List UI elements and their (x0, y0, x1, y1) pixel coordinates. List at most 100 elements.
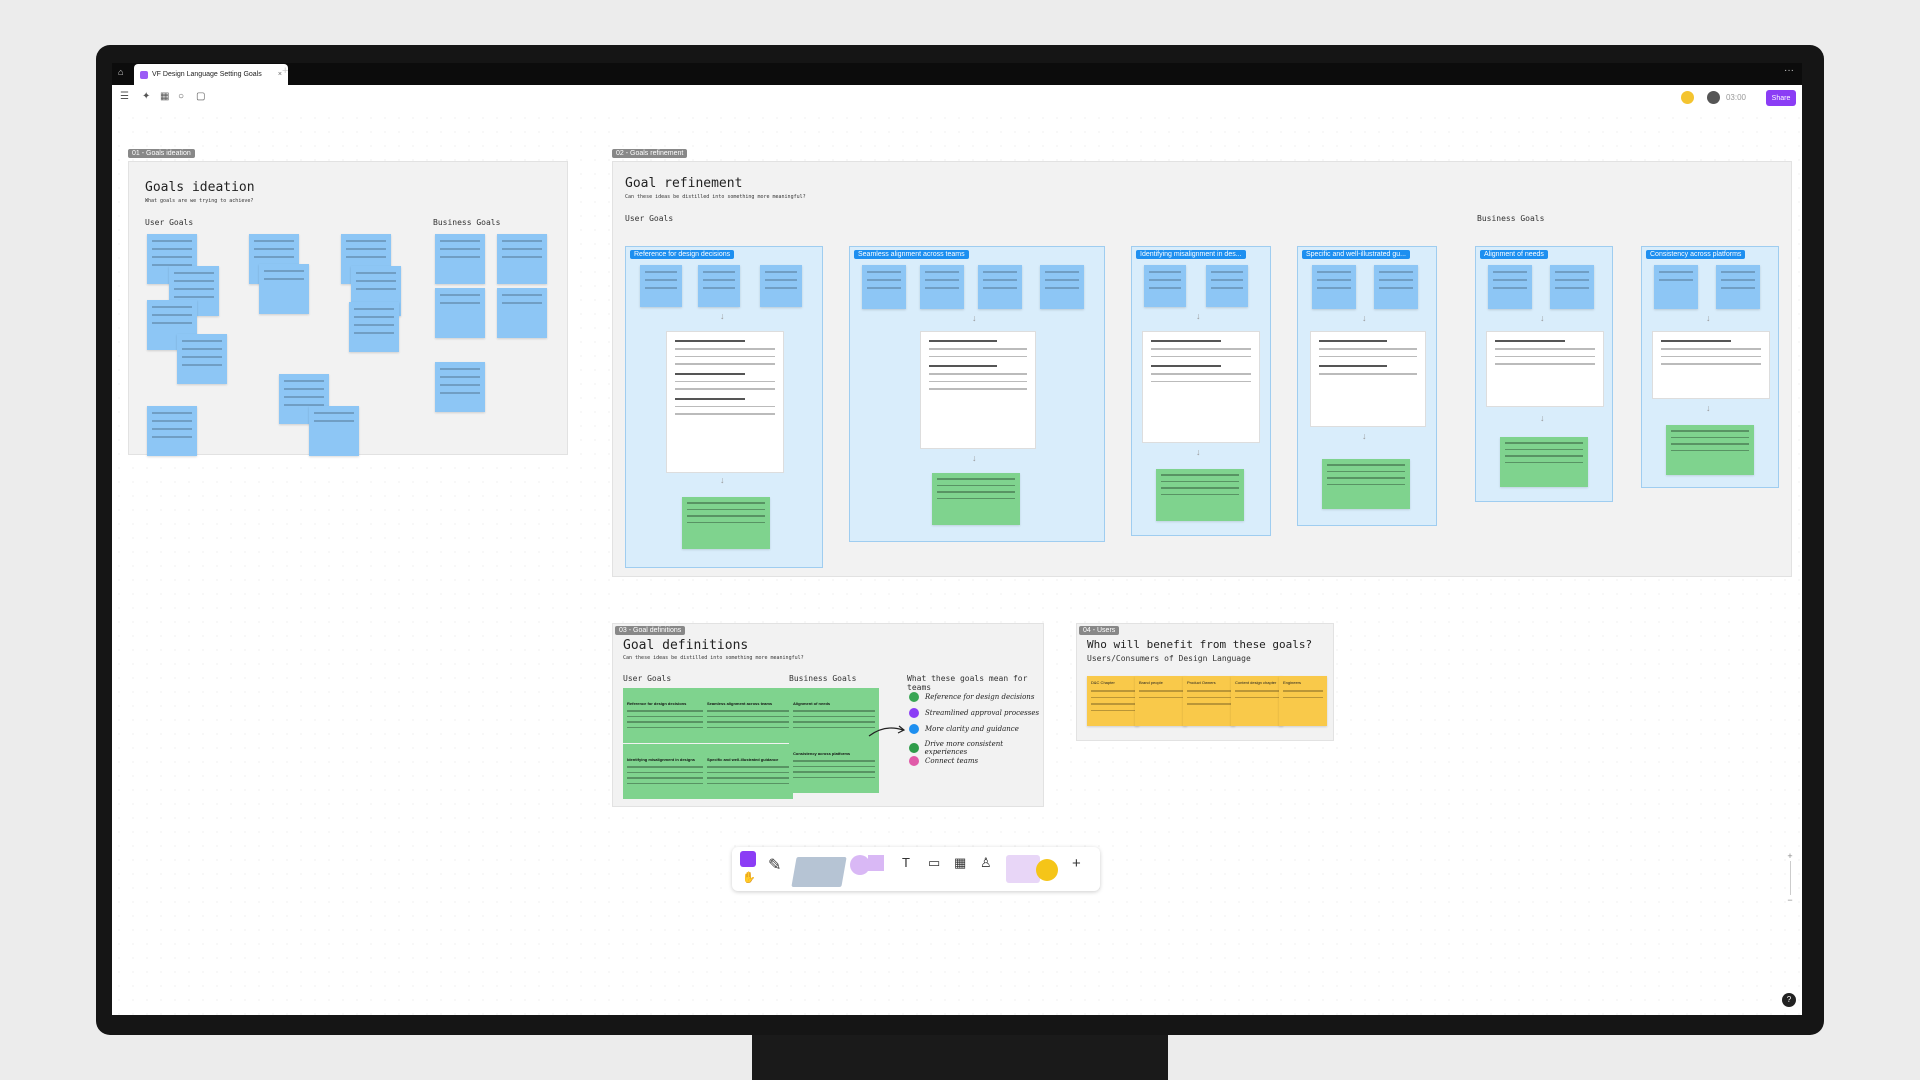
zoom-slider[interactable] (1790, 861, 1796, 895)
doc-card[interactable] (1486, 331, 1604, 407)
sticky-note[interactable] (177, 334, 227, 384)
pen-tool-icon[interactable]: ✎ (768, 857, 782, 874)
sticky-note[interactable] (309, 406, 359, 456)
select-tool-icon[interactable] (740, 851, 756, 867)
sticky-note[interactable] (497, 234, 547, 284)
zoom-control[interactable]: + − (1784, 851, 1796, 911)
sticky-note[interactable] (1488, 265, 1532, 309)
goal-card[interactable] (682, 497, 770, 549)
sticky-note[interactable] (1040, 265, 1084, 309)
goal-card[interactable] (1500, 437, 1588, 487)
column-header[interactable]: Specific and well-illustrated gu... (1302, 250, 1410, 259)
refinement-column[interactable]: Specific and well-illustrated gu... ↓ ↓ (1297, 246, 1437, 526)
sticky-note[interactable] (920, 265, 964, 309)
doc-card[interactable] (1142, 331, 1260, 443)
refinement-column[interactable]: Alignment of needs ↓ ↓ (1475, 246, 1613, 502)
doc-card[interactable] (1652, 331, 1770, 399)
goal-card[interactable] (1666, 425, 1754, 475)
sticky-note[interactable] (698, 265, 740, 307)
section-tag[interactable]: 03 - Goal definitions (615, 626, 686, 635)
help-icon[interactable]: ? (1782, 993, 1796, 1007)
sticky-note[interactable] (978, 265, 1022, 309)
doc-card[interactable] (1310, 331, 1426, 427)
sticky-stack-icon[interactable] (791, 857, 847, 887)
sticky-note[interactable] (349, 302, 399, 352)
section-goals-ideation[interactable]: Goals ideation What goals are we trying … (128, 161, 568, 456)
goal-definition-card[interactable]: Specific and well-illustrated guidance (703, 744, 793, 799)
goal-definition-card[interactable]: Alignment of needs (789, 688, 879, 743)
column-header[interactable]: Consistency across platforms (1646, 250, 1746, 259)
user-sticky[interactable]: Brand people (1135, 676, 1187, 726)
section-tag[interactable]: 02 - Goals refinement (612, 149, 688, 158)
section-tool-icon[interactable]: ▭ (928, 855, 941, 870)
user-sticky[interactable]: Product Owners (1183, 676, 1235, 726)
avatar[interactable] (1681, 91, 1694, 104)
sticky-note[interactable] (435, 234, 485, 284)
stamp-tool-icon[interactable]: ♙ (980, 855, 992, 870)
home-icon[interactable]: ⌂ (118, 67, 124, 77)
user-sticky[interactable]: Content design chapter (1231, 676, 1283, 726)
tab-active[interactable]: VF Design Language Setting Goals × (134, 64, 288, 85)
user-sticky[interactable]: D&C Chapter (1087, 676, 1139, 726)
sticky-note[interactable] (1144, 265, 1186, 307)
sticky-note[interactable] (259, 264, 309, 314)
refinement-column[interactable]: Consistency across platforms ↓ ↓ (1641, 246, 1779, 488)
goal-definition-card[interactable]: Identifying misalignment in designs (623, 744, 713, 799)
ai-sparkle-icon[interactable]: ✦ (142, 91, 151, 102)
shape-tool-icon[interactable] (850, 855, 870, 875)
sticky-note[interactable] (1374, 265, 1418, 309)
user-sticky[interactable]: Engineers (1279, 676, 1327, 726)
refinement-column[interactable]: Seamless alignment across teams ↓ ↓ (849, 246, 1105, 542)
sticky-note[interactable] (497, 288, 547, 338)
close-icon[interactable]: × (277, 71, 282, 78)
sticky-note[interactable] (1550, 265, 1594, 309)
sticky-note[interactable] (760, 265, 802, 307)
timer-display[interactable]: 03:00 (1725, 93, 1746, 102)
sticky-note[interactable] (640, 265, 682, 307)
column-header[interactable]: Seamless alignment across teams (854, 250, 969, 259)
more-icon[interactable]: ··· (1784, 65, 1794, 76)
zoom-out-icon[interactable]: − (1787, 895, 1793, 905)
sticky-note[interactable] (435, 288, 485, 338)
goal-definition-card[interactable]: Reference for design decisions (623, 688, 713, 743)
shape-square-icon[interactable] (868, 855, 884, 871)
sticky-note[interactable] (147, 406, 197, 456)
sticky-note[interactable] (1312, 265, 1356, 309)
goal-definition-card[interactable]: Seamless alignment across teams (703, 688, 793, 743)
avatar[interactable] (1707, 91, 1720, 104)
column-header[interactable]: Reference for design decisions (630, 250, 735, 259)
new-tab-icon[interactable]: + (282, 65, 289, 77)
hand-tool-icon[interactable]: ✋ (742, 872, 756, 884)
present-icon[interactable]: ▢ (196, 91, 206, 102)
table-tool-icon[interactable]: ▦ (954, 855, 967, 870)
goal-card[interactable] (1322, 459, 1410, 509)
section-tag[interactable]: 04 - Users (1079, 626, 1120, 635)
section-goal-refinement[interactable]: Goal refinement Can these ideas be disti… (612, 161, 1792, 577)
sticky-note[interactable] (435, 362, 485, 412)
sticky-note[interactable] (1654, 265, 1698, 309)
more-tools-icon[interactable]: + (1072, 855, 1081, 872)
widgets-icon[interactable] (1006, 855, 1040, 883)
main-menu-icon[interactable]: ☰ (120, 91, 129, 102)
section-users[interactable]: 04 - Users Who will benefit from these g… (1076, 623, 1334, 741)
layout-icon[interactable]: ▦ (160, 91, 170, 102)
column-header[interactable]: Alignment of needs (1480, 250, 1548, 259)
section-goal-definitions[interactable]: 03 - Goal definitions Goal definitions C… (612, 623, 1044, 807)
comment-icon[interactable]: ○ (178, 91, 185, 102)
share-button[interactable]: Share (1766, 90, 1796, 106)
refinement-column[interactable]: Reference for design decisions ↓ ↓ (625, 246, 823, 568)
column-header[interactable]: Identifying misalignment in des... (1136, 250, 1246, 259)
goal-definition-card[interactable]: Consistency across platforms (789, 738, 879, 793)
refinement-column[interactable]: Identifying misalignment in des... ↓ ↓ (1131, 246, 1271, 536)
sticky-note[interactable] (1716, 265, 1760, 309)
goal-card[interactable] (932, 473, 1020, 525)
doc-card[interactable] (920, 331, 1036, 449)
emoji-icon[interactable] (1036, 859, 1058, 881)
sticky-note[interactable] (862, 265, 906, 309)
sticky-note[interactable] (1206, 265, 1248, 307)
text-tool-icon[interactable]: T (902, 855, 910, 870)
zoom-in-icon[interactable]: + (1787, 851, 1793, 861)
section-tag[interactable]: 01 - Goals ideation (128, 149, 195, 158)
doc-card[interactable] (666, 331, 784, 473)
goal-card[interactable] (1156, 469, 1244, 521)
